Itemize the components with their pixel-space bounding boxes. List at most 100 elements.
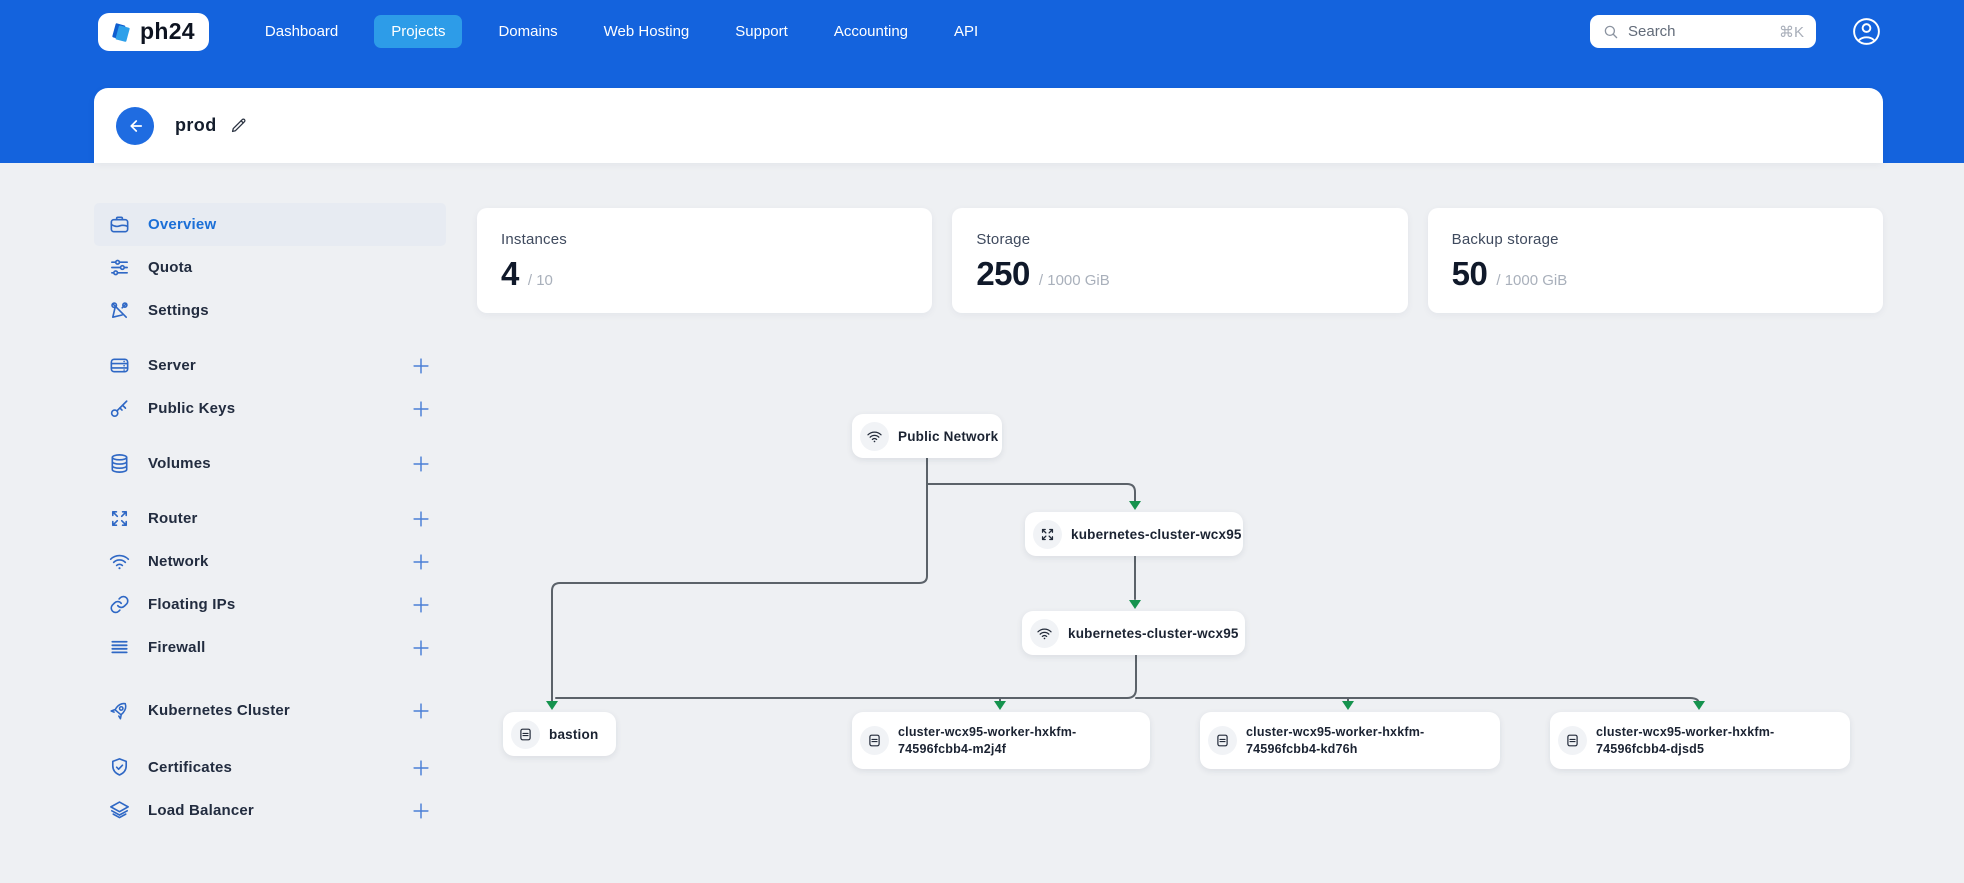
sidebar-item-label: Router [148,510,198,527]
stat-card-storage: Storage 250 / 1000 GiB [952,208,1408,313]
link-icon [108,593,131,616]
sidebar-item-network[interactable]: Network [94,540,446,583]
host-icon [860,726,889,755]
tools-icon [108,299,131,322]
wifi-icon [860,421,889,451]
host-icon [511,719,540,749]
node-kubernetes-cluster-network[interactable]: kubernetes-cluster-wcx95 [1022,611,1245,655]
sidebar-item-label: Server [148,357,196,374]
search-icon [1602,23,1620,41]
add-server-button[interactable] [410,355,432,377]
node-label: kubernetes-cluster-wcx95 [1068,625,1239,641]
add-kubernetes-cluster-button[interactable] [410,700,432,722]
user-avatar-icon[interactable] [1851,16,1882,47]
wifi-icon [108,550,131,573]
sidebar-item-label: Settings [148,302,209,319]
stat-card-backup-storage: Backup storage 50 / 1000 GiB [1427,208,1883,313]
node-label: Public Network [898,428,999,444]
logo-folder-icon [108,19,134,45]
sidebar-item-label: Quota [148,259,193,276]
nav-support[interactable]: Support [735,23,788,40]
add-firewall-button[interactable] [410,637,432,659]
sidebar-item-router[interactable]: Router [94,497,446,540]
nav-dashboard[interactable]: Dashboard [264,23,339,40]
project-header: prod [94,88,1883,163]
stat-label: Storage [976,231,1031,248]
node-worker-1[interactable]: cluster-wcx95-worker-hxkfm- 74596fcbb4-m… [852,712,1150,769]
node-label: kubernetes-cluster-wcx95 [1071,526,1242,542]
nav-projects[interactable]: Projects [374,15,463,48]
sidebar-item-label: Certificates [148,759,233,776]
edit-project-name-button[interactable] [227,114,250,137]
node-kubernetes-cluster-router[interactable]: kubernetes-cluster-wcx95 [1025,512,1243,556]
sidebar-item-label: Overview [148,216,217,233]
sliders-icon [108,256,131,279]
logo-text: ph24 [140,18,195,44]
sidebar-item-public-keys[interactable]: Public Keys [94,387,446,430]
main-nav: Dashboard Projects Domains Web Hosting S… [255,15,988,48]
sidebar-item-quota[interactable]: Quota [94,246,446,289]
node-worker-3[interactable]: cluster-wcx95-worker-hxkfm- 74596fcbb4-d… [1550,712,1850,769]
sidebar-item-label: Kubernetes Cluster [148,702,290,719]
search-box[interactable]: ⌘K [1590,15,1816,48]
node-bastion[interactable]: bastion [503,712,616,756]
stat-value: 50 [1451,255,1488,292]
server-icon [108,354,131,377]
node-label: cluster-wcx95-worker-hxkfm- 74596fcbb4-k… [1246,724,1425,756]
expand-arrows-icon [108,507,131,530]
nav-accounting[interactable]: Accounting [833,23,909,40]
search-shortcut: ⌘K [1778,23,1804,41]
stat-value: 4 [501,255,519,292]
stat-label: Instances [501,231,568,248]
add-volume-button[interactable] [410,453,432,475]
add-public-key-button[interactable] [410,398,432,420]
sidebar-item-label: Load Balancer [148,802,254,819]
database-icon [108,452,131,475]
node-public-network[interactable]: Public Network [852,414,1002,458]
sidebar-item-label: Firewall [148,639,206,656]
stat-limit: / 1000 GiB [1038,272,1110,289]
nav-web-hosting[interactable]: Web Hosting [603,23,690,40]
stat-limit: / 1000 GiB [1496,272,1568,289]
sidebar-item-kubernetes-cluster[interactable]: Kubernetes Cluster [94,689,446,732]
back-button[interactable] [116,106,154,145]
host-icon [1208,726,1237,755]
key-icon [108,397,131,420]
nav-api[interactable]: API [954,23,979,40]
node-label: bastion [549,726,599,742]
quota-stats: Instances 4 / 10 Storage 250 / 1000 GiB … [477,208,1883,313]
sidebar-item-floating-ips[interactable]: Floating IPs [94,583,446,626]
sidebar-item-overview[interactable]: Overview [94,203,446,246]
sidebar-item-settings[interactable]: Settings [94,289,446,332]
shield-check-icon [108,756,131,779]
add-floating-ip-button[interactable] [410,594,432,616]
stat-label: Backup storage [1451,231,1559,248]
rocket-icon [108,699,131,722]
expand-arrows-icon [1033,519,1062,549]
search-input[interactable] [1628,23,1771,40]
sidebar-item-label: Public Keys [148,400,236,417]
sidebar-item-label: Floating IPs [148,596,236,613]
node-label: cluster-wcx95-worker-hxkfm- 74596fcbb4-m… [898,724,1077,756]
add-load-balancer-button[interactable] [410,800,432,822]
sidebar-item-server[interactable]: Server [94,344,446,387]
sidebar-item-certificates[interactable]: Certificates [94,746,446,789]
node-label: cluster-wcx95-worker-hxkfm- 74596fcbb4-d… [1596,724,1775,756]
page-title: prod [175,115,217,135]
lines-icon [108,636,131,659]
add-certificate-button[interactable] [410,757,432,779]
briefcase-icon [108,213,131,236]
sidebar: Overview Quota Settings [94,203,446,832]
add-router-button[interactable] [410,508,432,530]
sidebar-item-load-balancer[interactable]: Load Balancer [94,789,446,832]
sidebar-item-firewall[interactable]: Firewall [94,626,446,669]
host-icon [1558,726,1587,755]
stat-limit: / 10 [527,272,553,289]
sidebar-item-volumes[interactable]: Volumes [94,442,446,485]
add-network-button[interactable] [410,551,432,573]
logo[interactable]: ph24 [98,12,209,51]
node-worker-2[interactable]: cluster-wcx95-worker-hxkfm- 74596fcbb4-k… [1200,712,1500,769]
nav-domains[interactable]: Domains [498,23,558,40]
stat-card-instances: Instances 4 / 10 [477,208,933,313]
layers-icon [108,799,131,822]
